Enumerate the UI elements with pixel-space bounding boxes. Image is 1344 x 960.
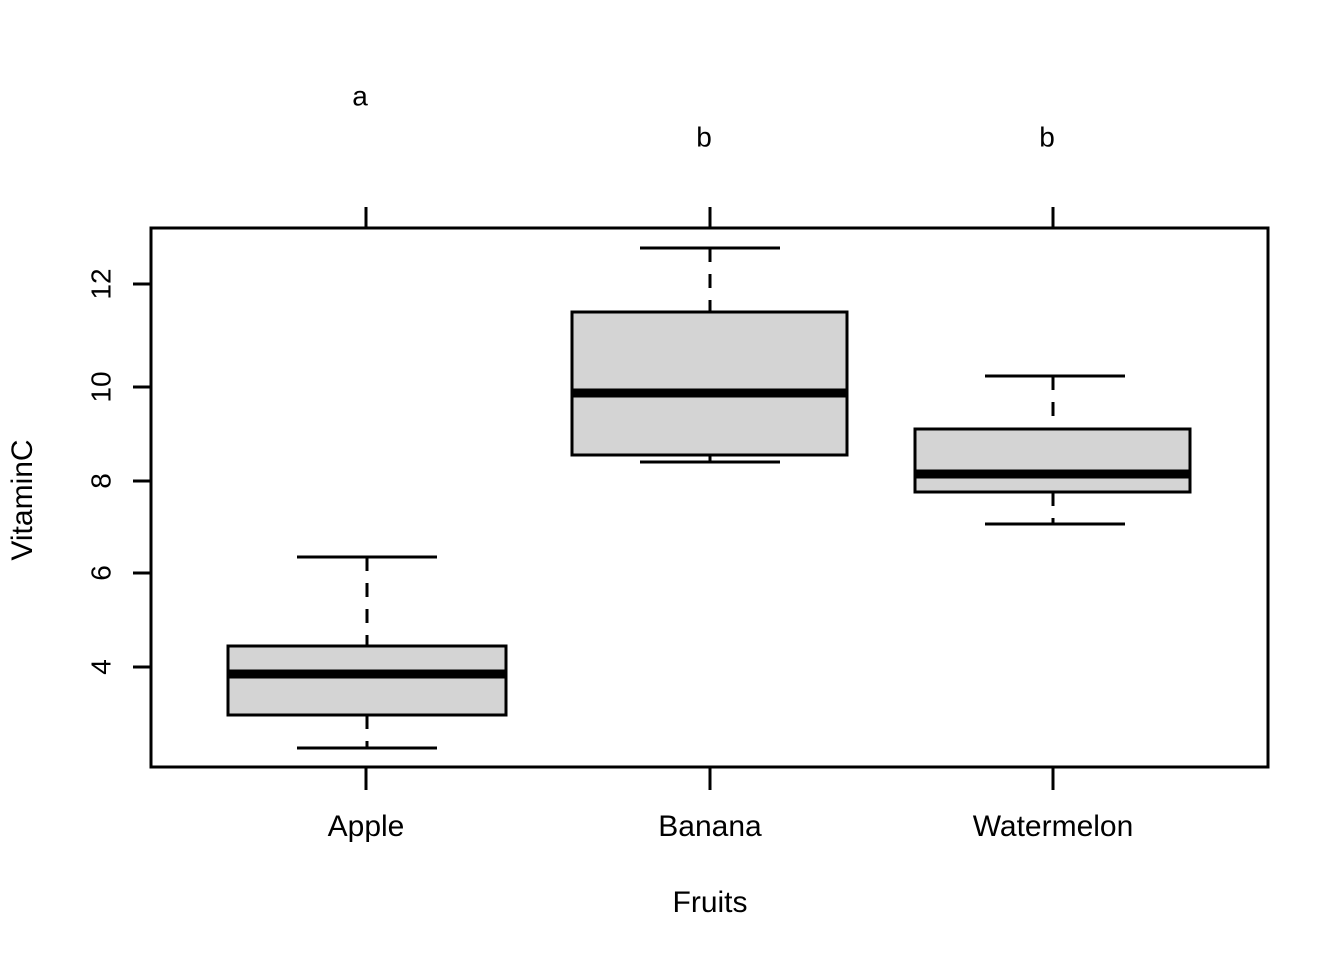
y-tick-label-8: 8: [85, 473, 116, 489]
y-axis-ticks: [133, 282, 151, 669]
y-tick-label-6: 6: [85, 565, 116, 581]
apple-box-rect: [226, 644, 508, 717]
group-letter-watermelon: b: [1039, 121, 1055, 152]
x-axis-title: Fruits: [673, 886, 748, 919]
category-label-apple: Apple: [328, 810, 405, 843]
box-apple: [226, 555, 508, 750]
category-label-banana: Banana: [658, 810, 762, 843]
y-axis-title: VitaminC: [6, 439, 39, 560]
x-axis-top-ticks: [364, 207, 1055, 228]
y-axis-tick-labels: 12 10 8 6 4: [85, 268, 116, 674]
group-letters: a b b: [352, 80, 1055, 152]
box-watermelon: [913, 374, 1192, 526]
x-axis-category-labels: Apple Banana Watermelon: [328, 810, 1134, 843]
group-letter-banana: b: [696, 121, 712, 152]
banana-box-rect: [570, 310, 849, 457]
category-label-watermelon: Watermelon: [973, 810, 1134, 843]
box-banana: [570, 246, 849, 464]
x-axis-ticks: [364, 767, 1055, 790]
y-tick-label-12: 12: [85, 268, 116, 299]
group-letter-apple: a: [352, 80, 368, 111]
y-tick-label-10: 10: [85, 371, 116, 402]
y-tick-label-4: 4: [85, 659, 116, 675]
watermelon-box-rect: [913, 427, 1192, 494]
